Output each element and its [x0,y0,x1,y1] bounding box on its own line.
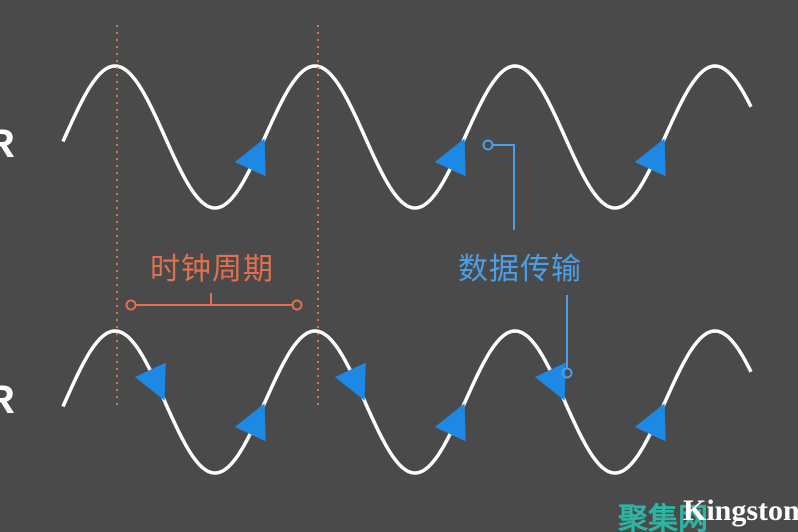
clock-wave [61,64,753,210]
data-transfer-arrow [134,362,166,401]
data-transfer-label: 数据传输 [458,252,582,287]
row-label-bottom: R [0,378,15,422]
data-transfer-arrow [234,403,266,442]
watermark-cn: 聚集网 [618,502,708,532]
data-transfer-arrow [234,138,266,177]
data-transfer-arrow [434,403,466,442]
clock-period-label: 时钟周期 [150,252,274,287]
period-bracket [125,293,303,311]
data-transfer-arrow [434,138,466,177]
clock-wave [61,329,753,475]
row-label-top: R [0,122,15,166]
watermark-brand: Kingston [683,494,798,527]
data-transfer-arrow [534,362,566,401]
data-transfer-arrow [334,362,366,401]
data-transfer-arrow [634,138,666,177]
data-callout-top [482,139,515,230]
data-callout-bottom [561,295,573,379]
data-transfer-arrow [634,403,666,442]
